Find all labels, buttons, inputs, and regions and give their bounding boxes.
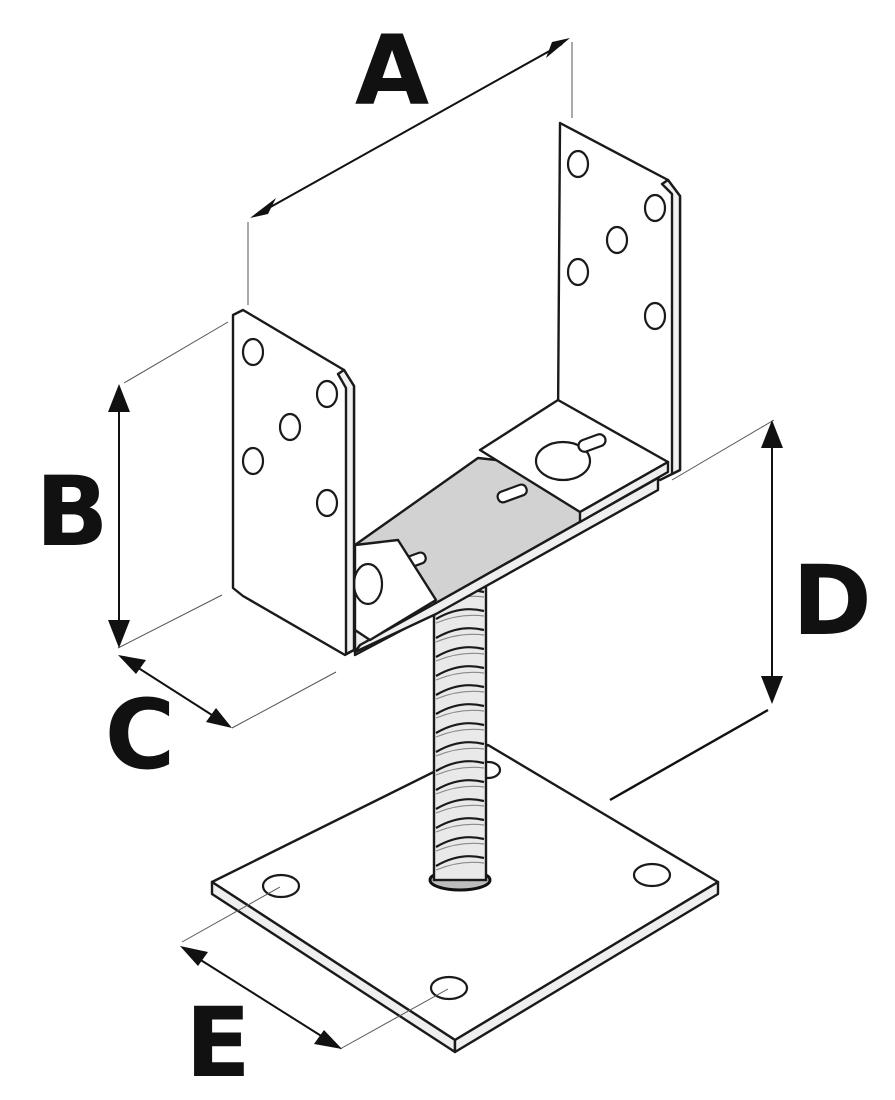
dimension-d: D — [609, 419, 872, 802]
rod-thread-shade — [435, 671, 485, 681]
dimension-c-line — [125, 659, 227, 725]
back-plate-hole — [566, 149, 590, 179]
back-plate-hole — [643, 301, 667, 331]
dimension-a-arrow-right — [546, 38, 570, 58]
rod-thread-shade — [435, 823, 485, 833]
dimension-e-label: E — [185, 987, 251, 1099]
rod-thread — [435, 817, 485, 829]
rod-thread — [435, 722, 485, 734]
dimension-d-arrow-bottom — [761, 676, 783, 704]
rod-thread — [435, 627, 485, 639]
front-plate-hole — [315, 488, 339, 518]
dimension-e-extension-left — [181, 886, 281, 943]
dimension-c-extension — [231, 671, 337, 729]
dimension-e-line — [187, 951, 335, 1045]
rod-thread-shade — [435, 861, 485, 871]
front-plate-hole — [241, 446, 265, 476]
right-tab-hole — [534, 440, 592, 482]
right-tab-edge — [578, 460, 670, 524]
back-plate-edge — [660, 178, 682, 476]
floor-slot — [496, 483, 528, 504]
rod-thread-shade — [435, 652, 485, 662]
dimension-a-line — [257, 43, 563, 215]
base-plate-hole — [632, 862, 672, 888]
rod-thread-shade — [435, 842, 485, 852]
left-tab-hole — [352, 562, 384, 606]
dimension-b-arrow-top — [108, 384, 130, 412]
rod-thread-shade — [435, 690, 485, 700]
dimension-a-arrow-left — [250, 198, 276, 218]
dimension-b: B — [35, 321, 229, 649]
rod-thread-shade — [435, 614, 485, 624]
dimension-c-arrow-right — [206, 708, 232, 728]
rod-thread-shade — [435, 747, 485, 757]
dimension-c: C — [105, 655, 337, 791]
rod-thread — [435, 779, 485, 791]
front-plate-hole — [315, 379, 339, 409]
rod-thread — [435, 608, 485, 620]
dimension-b-arrow-bottom — [108, 620, 130, 648]
rod-thread — [435, 646, 485, 658]
dimension-d-arrow-top — [761, 420, 783, 448]
rod-thread — [435, 684, 485, 696]
rod-thread — [435, 760, 485, 772]
front-plate-edge — [336, 368, 356, 656]
rod-thread — [435, 836, 485, 848]
rod-thread-shade — [435, 709, 485, 719]
rod-thread-shade — [435, 728, 485, 738]
dimension-e-arrow-right — [314, 1030, 342, 1049]
dimension-a-label: A — [355, 15, 429, 127]
back-plate-hole — [566, 257, 590, 287]
dimension-d-label: D — [792, 545, 872, 657]
front-plate-hole — [278, 412, 302, 442]
dimension-b-extension-bottom — [117, 594, 223, 649]
right-tab-slot — [577, 433, 607, 453]
dimension-b-label: B — [35, 456, 108, 568]
dimension-e: E — [180, 886, 449, 1099]
dimension-a: A — [247, 15, 573, 305]
rod-thread-shade — [435, 785, 485, 795]
rod-thread-shade — [435, 766, 485, 776]
rod-thread-shade — [435, 804, 485, 814]
dimension-d-extension-top — [671, 419, 775, 481]
u-bracket — [231, 121, 682, 657]
back-plate-hole — [643, 193, 667, 223]
rod-thread-shade — [435, 633, 485, 643]
dimension-c-arrow-left — [118, 655, 146, 674]
back-plate-hole — [605, 225, 629, 255]
front-plate-hole — [241, 337, 265, 367]
rod-thread — [435, 703, 485, 715]
dimension-c-label: C — [105, 679, 175, 791]
dimension-b-extension-top — [123, 321, 229, 384]
threaded-rod — [432, 583, 488, 882]
rod-thread — [435, 798, 485, 810]
rod-thread — [435, 741, 485, 753]
dimension-e-arrow-left — [180, 946, 208, 966]
rod-thread — [435, 665, 485, 677]
base-plate — [210, 743, 720, 1054]
base-plate-right-edge — [453, 880, 720, 1054]
dimension-e-extension-right — [339, 988, 449, 1050]
rod-thread — [435, 855, 485, 867]
dimension-d-extension-bottom — [609, 708, 769, 802]
